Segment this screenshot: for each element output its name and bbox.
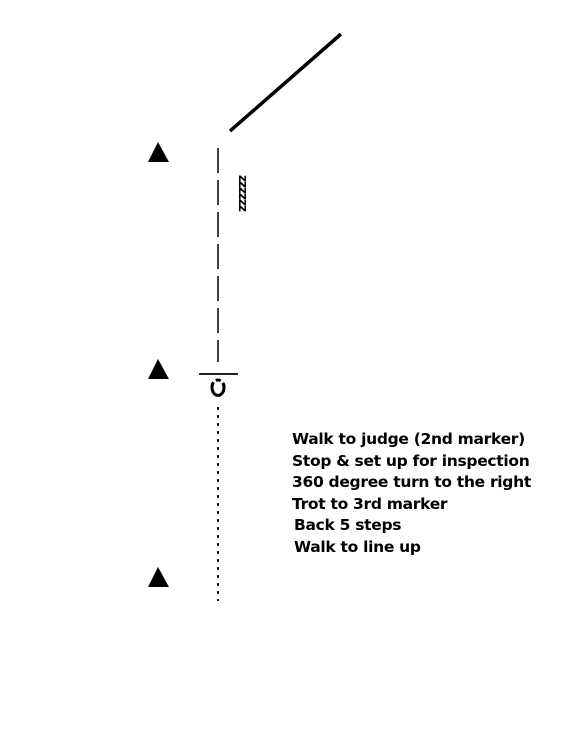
entry-path-line — [228, 32, 343, 133]
instruction-step: Walk to judge (2nd marker) — [292, 430, 525, 448]
marker-3 — [148, 567, 169, 587]
marker-2 — [148, 359, 169, 379]
instruction-step: 360 degree turn to the right — [292, 473, 531, 492]
pattern-instructions: Walk to judge (2nd marker) Stop & set up… — [292, 429, 531, 559]
instruction-step: Stop & set up for inspection — [292, 451, 530, 470]
marker-1 — [148, 142, 169, 162]
back-steps-annotation: zzzzzz — [236, 175, 250, 211]
instruction-step: Trot to 3rd marker — [292, 494, 448, 513]
turn-360-circle-top — [210, 378, 226, 388]
instruction-step: Back 5 steps — [294, 516, 402, 535]
instruction-step: Walk to line up — [294, 537, 421, 556]
